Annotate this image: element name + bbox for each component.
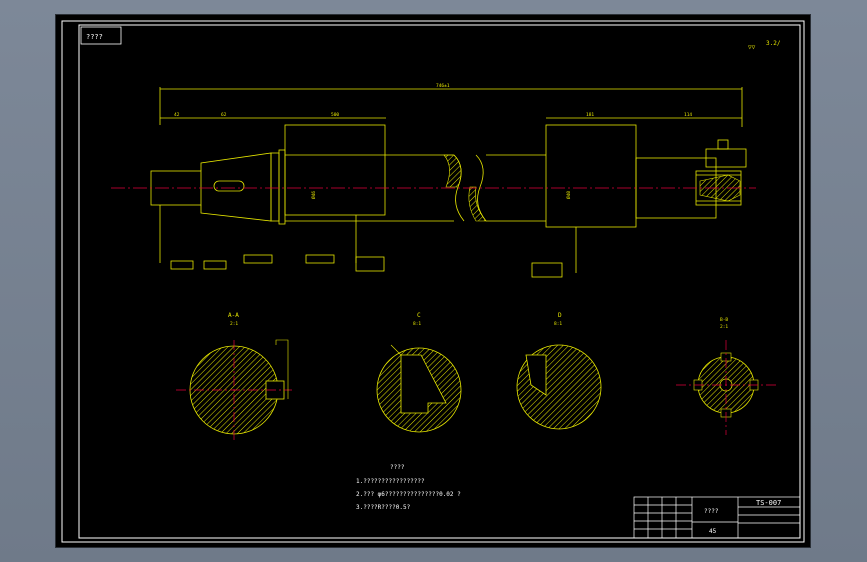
section-a-a-scale: 2:1 [230,321,238,327]
note-item-3: 3.????R????0.5? [356,504,411,511]
break-hatch-lower [468,186,487,222]
section-a-a: A-A 2:1 [176,312,292,440]
title-block-drawing-no: TS-007 [756,499,781,507]
roughness-symbol: ▽▽ [748,44,756,51]
section-d-scale: 8:1 [554,321,562,327]
section-d-label: D [558,312,562,319]
section-b-b-label: B-B [720,317,728,323]
drawing-sheet: ???? ▽▽ 3.2/ [56,15,810,547]
top-left-label: ???? [86,33,103,41]
overall-length-dim: 746±1 [436,83,450,89]
inner-border [78,24,801,539]
diameter-label-1: Ø46 [310,191,317,199]
diameter-label-2: Ø40 [565,191,572,199]
notes-heading: ???? [390,464,405,471]
right-segment-dim: 181 [586,112,594,118]
title-block [633,496,801,539]
top-left-label-box [80,26,122,45]
left-segment-dim: 42 [174,112,180,118]
shaft-main-view [150,87,747,278]
section-c: C 8:1 [376,312,462,433]
section-b-b-scale: 2:1 [720,324,728,330]
note-item-1: 1.????????????????? [356,478,425,485]
note-item-2: 2.??? φ6???????????????0.02 ? [356,491,461,498]
title-block-part-name: ???? [704,508,719,515]
title-block-material: 45 [709,528,717,535]
break-hatch-upper [443,154,462,188]
section-d: D 8:1 [516,312,602,430]
roughness-value: 3.2/ [766,40,781,47]
section-c-label: C [417,312,421,319]
outer-border [61,20,805,543]
mid-left-segment-dim: 62 [221,112,227,118]
tail-thread-hatch [699,174,741,202]
section-b-b: B-B 2:1 [676,317,776,435]
section-c-scale: 8:1 [413,321,421,327]
cad-drawing: ???? ▽▽ 3.2/ [61,20,805,543]
section-a-a-label: A-A [228,312,239,319]
tail-segment-dim: 114 [684,112,692,118]
length-500-dim: 500 [331,112,339,118]
